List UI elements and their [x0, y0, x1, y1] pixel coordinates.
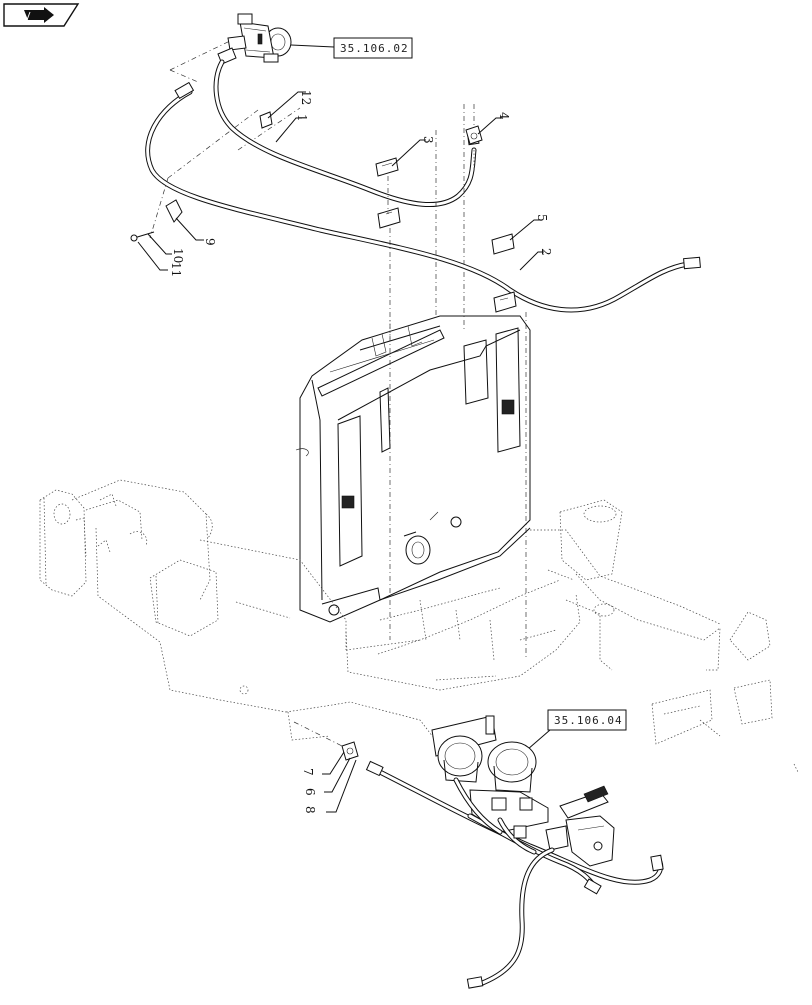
- chassis-frame: [39, 479, 799, 773]
- callout-7[interactable]: 7: [301, 768, 315, 776]
- clip-12: [259, 111, 273, 129]
- callout-4[interactable]: 4: [497, 112, 511, 120]
- callout-10[interactable]: 10: [171, 248, 185, 263]
- arrow-right-icon: [24, 7, 54, 23]
- reference-box-bottom[interactable]: 35.106.04: [519, 709, 627, 757]
- valve-assembly: [149, 13, 301, 239]
- fuel-filter-assembly: [431, 715, 615, 867]
- fitting-4: [465, 125, 483, 145]
- fuel-lines-lower: [365, 760, 664, 989]
- bolt-10-11: [130, 231, 155, 242]
- reference-box-top[interactable]: 35.106.02: [290, 37, 413, 59]
- callout-6[interactable]: 6: [303, 788, 317, 796]
- fuel-tank: [295, 315, 531, 623]
- hose-2: [145, 81, 701, 313]
- clip-3-upper: [375, 157, 399, 177]
- reference-label-bottom: 35.106.04: [554, 714, 623, 727]
- callout-8[interactable]: 8: [303, 806, 317, 814]
- callout-11[interactable]: 11: [169, 262, 183, 277]
- callout-3[interactable]: 3: [421, 136, 435, 144]
- reference-label-top: 35.106.02: [340, 42, 409, 55]
- next-page-button[interactable]: [3, 3, 80, 27]
- callout-1[interactable]: 1: [295, 114, 309, 122]
- hose-1: [213, 59, 480, 208]
- callouts: 12 1 3 4 5 2 9 10 11 7 6 8: [137, 90, 553, 814]
- clip-3-lower: [377, 207, 401, 229]
- callout-2[interactable]: 2: [539, 248, 553, 256]
- callout-12[interactable]: 12: [299, 90, 313, 105]
- fitting-6-7-8: [293, 721, 359, 761]
- clamp-9: [165, 199, 183, 223]
- clip-5-upper: [491, 233, 515, 255]
- callout-5[interactable]: 5: [535, 214, 549, 222]
- clip-5-lower: [493, 291, 517, 313]
- callout-9[interactable]: 9: [203, 238, 217, 246]
